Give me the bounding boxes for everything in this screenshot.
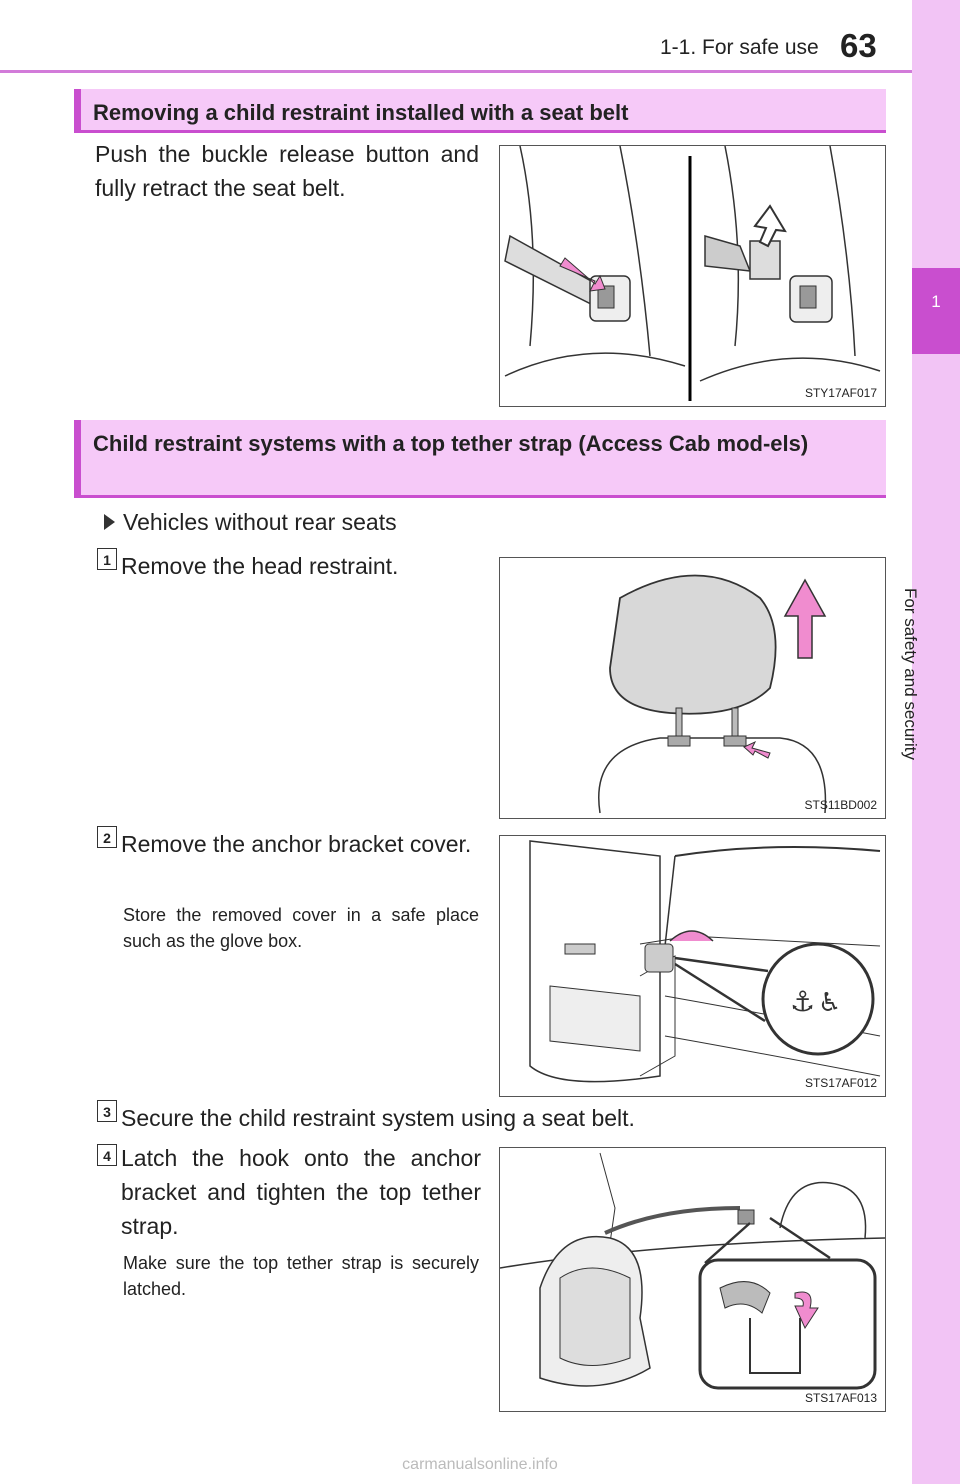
step-4-note: Make sure the top tether strap is secure… <box>123 1253 479 1299</box>
bullet-arrow-icon <box>104 514 115 530</box>
svg-text:⚓: ⚓ <box>790 985 815 1018</box>
figure-head-restraint: STS11BD002 <box>499 557 886 819</box>
bullet-condition: Vehicles without rear seats <box>123 509 397 535</box>
chapter-side-tab <box>912 0 960 1484</box>
figure-seat-belt-release: STY17AF017 <box>499 145 886 407</box>
top-tether-latch-illustration <box>500 1152 885 1390</box>
chapter-number: 1 <box>931 292 941 311</box>
step-number-1: 1 <box>97 548 117 570</box>
step-2-note: Store the removed cover in a safe place … <box>123 905 479 951</box>
watermark: carmanualsonline.info <box>402 1456 558 1473</box>
section-heading-removing: Removing a child restraint installed wit… <box>74 89 886 133</box>
head-restraint-illustration <box>598 574 827 814</box>
step-1-text: Remove the head restraint. <box>121 553 399 579</box>
section1-instruction: Push the buckle release button and fully… <box>95 141 479 201</box>
page-number: 63 <box>840 27 877 64</box>
anchor-bracket-illustration: ⚓ ♿ <box>529 840 881 1083</box>
seat-belt-release-illustration <box>504 146 881 401</box>
svg-text:♿: ♿ <box>818 988 841 1018</box>
chapter-title: For safety and security <box>901 588 920 760</box>
section-title: 1-1. For safe use <box>660 36 819 59</box>
step-2-text: Remove the anchor bracket cover. <box>121 831 472 857</box>
header-divider <box>0 70 912 73</box>
figure-top-tether-latch: STS17AF013 <box>499 1147 886 1412</box>
figure-code: STY17AF017 <box>804 386 877 400</box>
step-3-text: Secure the child restraint system using … <box>121 1105 635 1131</box>
step-4-text: Latch the hook onto the anchor bracket a… <box>121 1145 481 1239</box>
step-number-3: 3 <box>97 1100 117 1122</box>
step-number-4: 4 <box>97 1144 117 1166</box>
section-heading-top-tether: Child restraint systems with a top tethe… <box>74 420 886 498</box>
figure-code: STS17AF012 <box>804 1076 877 1090</box>
figure-code: STS17AF013 <box>804 1391 877 1405</box>
figure-code: STS11BD002 <box>804 798 878 812</box>
step-number-2: 2 <box>97 826 117 848</box>
figure-anchor-bracket-cover: ⚓ ♿ STS17AF012 <box>499 835 886 1097</box>
chapter-number-box <box>912 268 960 354</box>
